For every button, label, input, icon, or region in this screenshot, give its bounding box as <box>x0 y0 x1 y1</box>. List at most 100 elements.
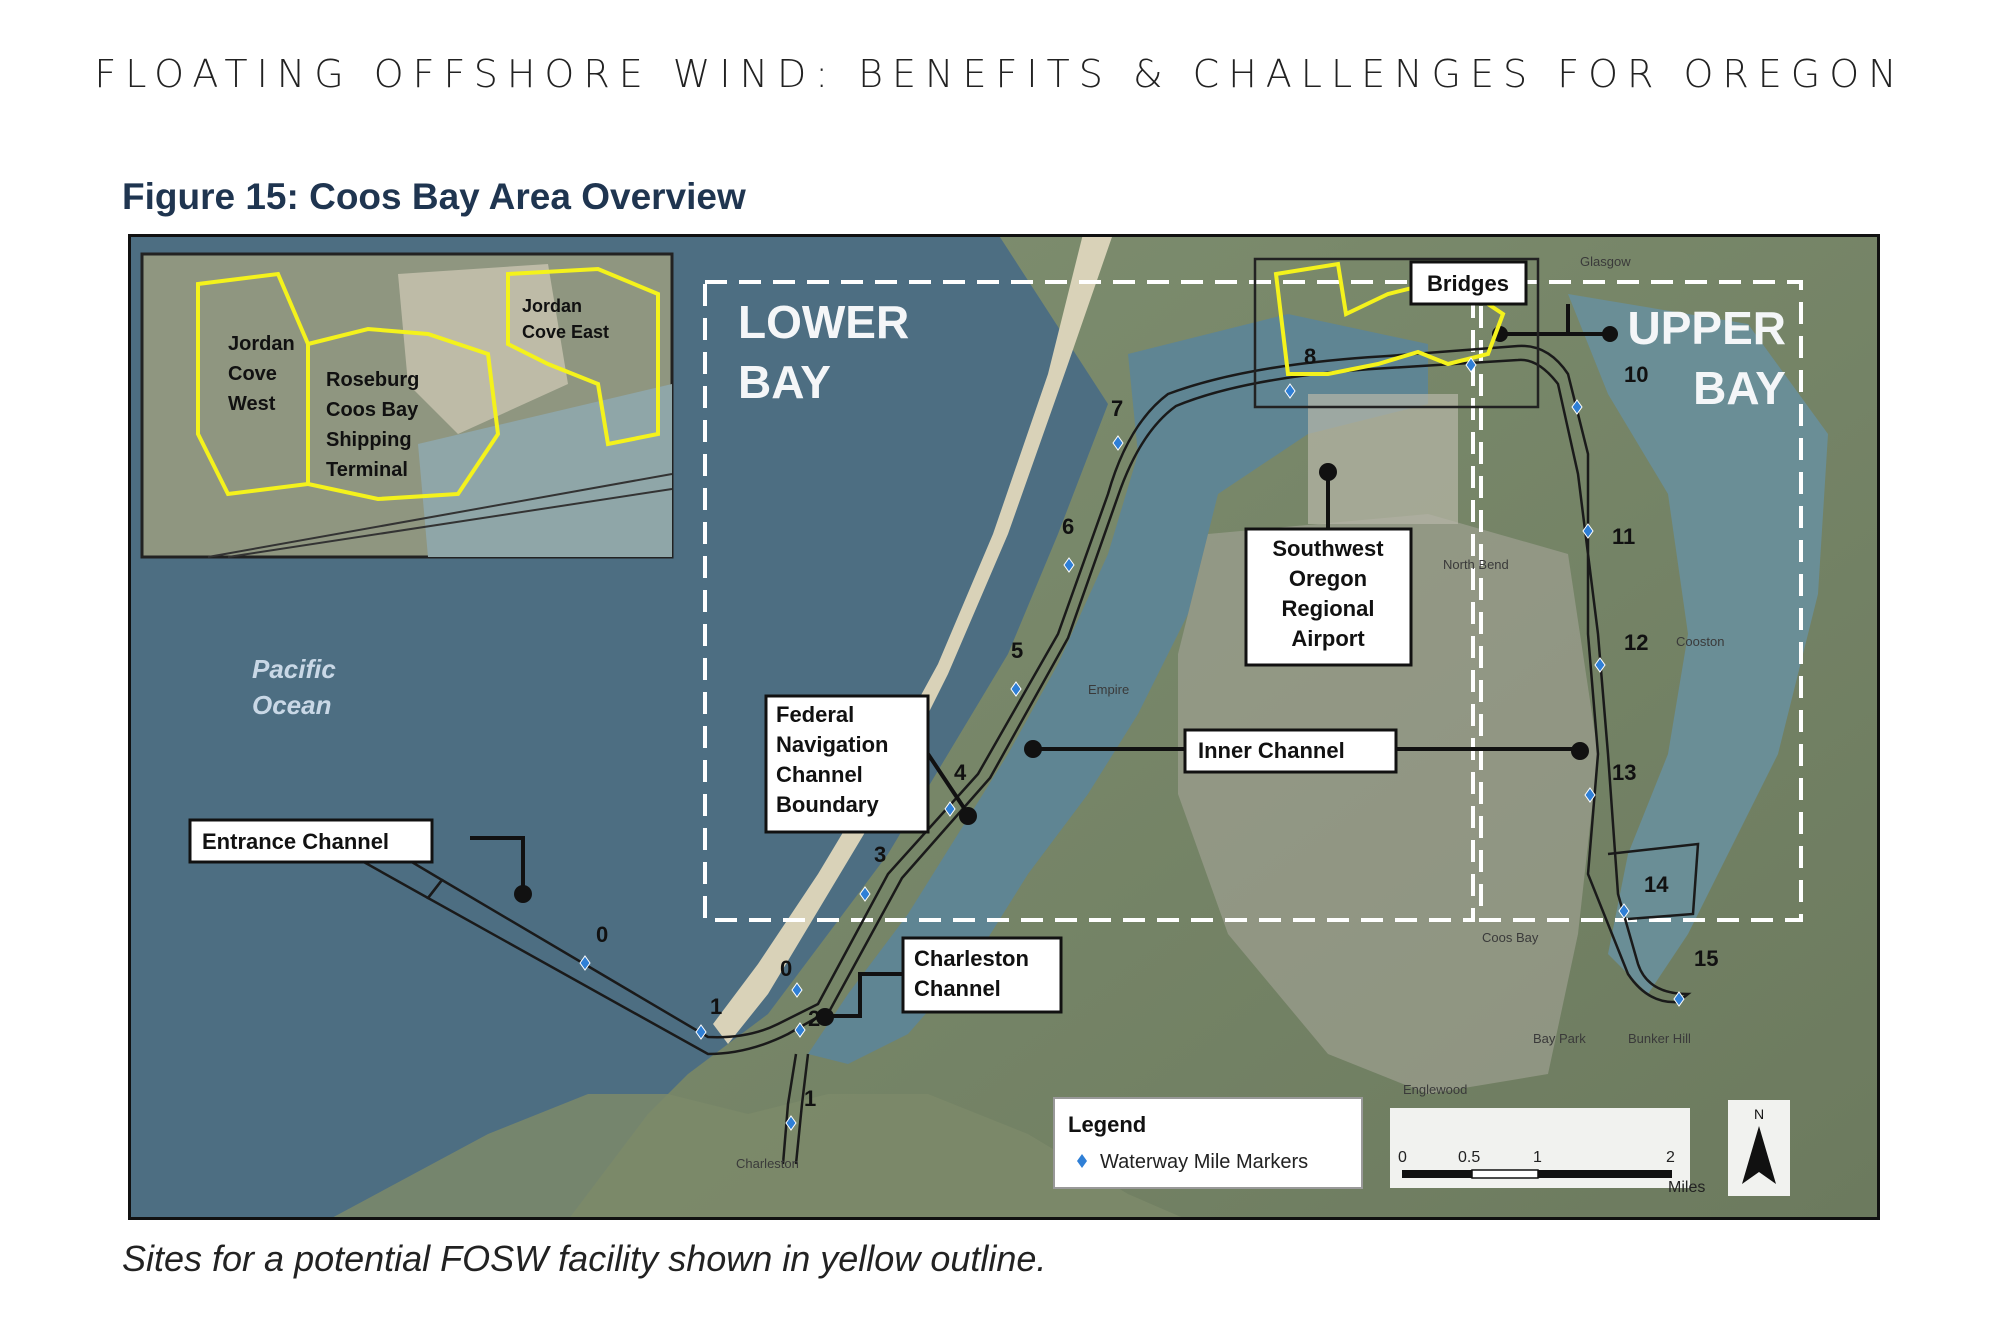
inset-jcw-line2: Cove <box>228 363 277 385</box>
mile-marker-diamond <box>1618 903 1630 919</box>
document-header: FLOATING OFFSHORE WIND: BENEFITS & CHALL… <box>94 52 1906 96</box>
mile-marker-diamond <box>1582 523 1594 539</box>
federal-navigation-channel <box>426 344 1692 1056</box>
charleston-point <box>816 1008 834 1026</box>
mile-marker-diamond <box>944 801 956 817</box>
charleston-leader <box>825 972 903 1018</box>
entrance-channel-callout: Entrance Channel <box>188 818 434 864</box>
airport-point <box>1319 463 1337 481</box>
inset-jcw-line1: Jordan <box>228 333 295 355</box>
southern-land <box>328 1094 1188 1220</box>
mile-label: 7 <box>1111 396 1123 421</box>
mile-label: 10 <box>1624 362 1648 387</box>
federal-label-line3: Channel <box>776 762 863 787</box>
inset-rb-line2: Coos Bay <box>326 399 419 421</box>
legend-marker-icon <box>1077 1154 1087 1168</box>
lower-bay-region <box>703 280 1475 922</box>
scale-tick-label: 2 <box>1666 1149 1675 1166</box>
entrance-leader <box>470 836 525 892</box>
mile-marker-diamond <box>1112 435 1124 451</box>
mile-label: 0 <box>780 956 792 981</box>
mile-marker-diamond <box>1571 399 1583 415</box>
mile-marker-diamond <box>1584 787 1596 803</box>
mile-label: 12 <box>1624 630 1648 655</box>
town-label-bunker-hill: Bunker Hill <box>1628 1031 1691 1046</box>
scale-tick-label: 1 <box>1533 1149 1542 1166</box>
charleston-label-line1: Charleston <box>914 946 1029 971</box>
mile-label: 11 <box>1612 524 1635 549</box>
legend-title: Legend <box>1068 1112 1146 1137</box>
inset-channel <box>207 473 673 558</box>
scale-tick-label: 0 <box>1398 1149 1407 1166</box>
mile-marker-diamond <box>794 1022 806 1038</box>
inset-jcw-line3: West <box>228 393 276 415</box>
scale-bar: 0 0.5 1 2 Miles <box>1390 1108 1705 1196</box>
lower-bay-label-line2: BAY <box>738 356 831 408</box>
inset-rb-line4: Terminal <box>326 459 408 481</box>
mile-marker-symbols <box>579 357 1685 1131</box>
lower-bay-water <box>808 314 1428 1064</box>
bridges-label: Bridges <box>1427 271 1509 296</box>
legend-item-label: Waterway Mile Markers <box>1100 1151 1308 1173</box>
inset-site-jordan-east <box>506 266 660 447</box>
mile-label: 14 <box>1644 872 1669 897</box>
airport-label-line1: Southwest <box>1272 536 1384 561</box>
mile-marker-diamond <box>1673 991 1685 1007</box>
inset-water <box>418 384 672 557</box>
town-label-north-bend: North Bend <box>1443 557 1509 572</box>
mile-marker-diamond <box>695 1024 707 1040</box>
inset-location-box <box>1253 257 1540 409</box>
mile-marker-diamond <box>859 886 871 902</box>
mile-marker-diamond <box>1010 681 1022 697</box>
airport-label-line4: Airport <box>1291 626 1365 651</box>
mile-label: 5 <box>1011 638 1023 663</box>
town-label-charleston: Charleston <box>736 1156 799 1171</box>
figure-caption: Sites for a potential FOSW facility show… <box>122 1238 1047 1279</box>
mile-label: 8 <box>1304 344 1316 369</box>
mile-label: 4 <box>954 760 967 785</box>
airport-label-line3: Regional <box>1282 596 1375 621</box>
mile-marker-diamond <box>1063 557 1075 573</box>
inner-point-west <box>1024 740 1042 758</box>
mile-marker-diamond <box>1465 357 1477 373</box>
north-arrow-icon <box>1742 1126 1776 1184</box>
mile-marker-diamond <box>1594 657 1606 673</box>
charleston-channel-callout: Charleston Channel <box>901 936 1063 1014</box>
north-arrow: N <box>1728 1100 1790 1196</box>
mile-label: 1 <box>804 1086 816 1111</box>
lower-bay-label-line1: LOWER <box>738 296 909 348</box>
charleston-channel-line <box>781 1053 810 1165</box>
inner-channel-callout: Inner Channel <box>1183 728 1398 774</box>
bridges-callout: Bridges <box>1409 260 1528 306</box>
town-label-glasgow: Glasgow <box>1580 254 1631 269</box>
upper-bay-water <box>1568 294 1828 994</box>
figure-title: Figure 15: Coos Bay Area Overview <box>122 176 746 217</box>
ocean-label-line1: Pacific <box>252 654 336 684</box>
mile-marker-diamond <box>785 1115 797 1131</box>
airport-callout: Southwest Oregon Regional Airport <box>1244 527 1413 667</box>
scale-tick-label: 0.5 <box>1458 1149 1480 1166</box>
scale-unit-label: Miles <box>1668 1179 1705 1196</box>
entrance-channel-label: Entrance Channel <box>202 829 389 854</box>
federal-navigation-callout: Federal Navigation Channel Boundary <box>764 694 930 834</box>
inner-channel-label: Inner Channel <box>1198 738 1345 763</box>
site-outline-main <box>1273 261 1506 376</box>
federal-label-line2: Navigation <box>776 732 888 757</box>
charleston-label-line2: Channel <box>914 976 1001 1001</box>
airport-runway-area <box>1308 394 1458 524</box>
town-label-englewood: Englewood <box>1403 1082 1467 1097</box>
federal-label-line1: Federal <box>776 702 854 727</box>
inset-jce-line1: Jordan <box>522 296 582 316</box>
beach-strip <box>713 234 1113 1044</box>
inset-site-roseburg <box>306 326 501 502</box>
mile-label: 15 <box>1694 946 1718 971</box>
inset-rb-line1: Roseburg <box>326 369 419 391</box>
town-label-empire: Empire <box>1088 682 1129 697</box>
map-frame <box>128 234 1880 1220</box>
mile-label: 2 <box>808 1006 820 1031</box>
map-legend: Legend Waterway Mile Markers <box>1053 1097 1363 1189</box>
ocean-label-line2: Ocean <box>252 690 332 720</box>
town-label-cooston: Cooston <box>1676 634 1724 649</box>
mile-marker-diamond <box>791 982 803 998</box>
upper-bay-label-line2: BAY <box>1693 362 1786 414</box>
